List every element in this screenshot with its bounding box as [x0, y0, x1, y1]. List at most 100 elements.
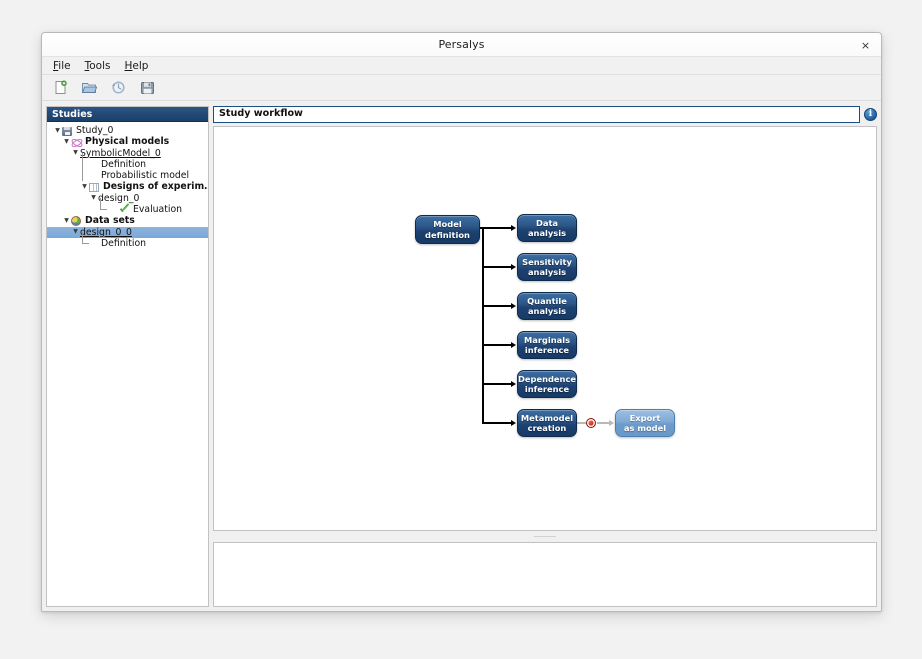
workflow-edge	[482, 422, 512, 424]
menu-file[interactable]: File	[53, 59, 71, 72]
menu-tools[interactable]: Tools	[84, 59, 111, 72]
check-icon	[119, 205, 130, 215]
globe-icon	[71, 216, 82, 227]
workflow-node-label-line1: Export	[629, 412, 661, 423]
table-icon	[89, 182, 100, 193]
tree-connector	[80, 153, 92, 171]
workflow-node-label-line1: Quantile	[527, 295, 567, 306]
workflow-arrowhead	[511, 302, 516, 309]
atom-icon	[71, 137, 82, 147]
workflow-node-label-line1: Sensitivity	[522, 256, 572, 267]
studies-panel-header: Studies	[47, 107, 208, 122]
chevron-down-icon[interactable]: ▼	[73, 149, 78, 157]
tree-item[interactable]: Evaluation	[47, 198, 208, 216]
tree-item[interactable]: Definition	[47, 153, 208, 171]
studies-tree[interactable]: ▼Study_0▼Physical models▼SymbolicModel_0…	[47, 122, 208, 606]
check-icon-glyph	[119, 205, 130, 215]
tree-item-label: SymbolicModel_0	[80, 147, 161, 159]
workflow-node-label-line1: Marginals	[523, 334, 571, 345]
tree-item-label: Evaluation	[133, 204, 183, 216]
tree-item-label: Definition	[101, 158, 147, 170]
tree-item[interactable]: ▼Physical models	[47, 136, 208, 147]
tree-item[interactable]: ▼ Study_0	[47, 125, 208, 136]
workflow-node-label-line1: Model	[433, 219, 462, 229]
application-window: Persalys × File Tools Help	[41, 32, 882, 612]
tree-item[interactable]: ▼SymbolicModel_0	[47, 148, 208, 159]
toolbar	[42, 75, 881, 101]
menu-bar: File Tools Help	[42, 57, 881, 75]
workflow-node-label-line2: creation	[527, 423, 567, 433]
workflow-arrowhead	[511, 341, 516, 348]
workflow-arrowhead	[511, 224, 516, 231]
workflow-trunk	[482, 228, 484, 423]
workflow-edge	[482, 344, 512, 346]
open-study-icon[interactable]	[79, 78, 99, 98]
workflow-node-label-line2: definition	[425, 229, 470, 240]
save-icon[interactable]	[137, 78, 157, 98]
info-icon[interactable]: i	[864, 108, 877, 121]
blocked-icon	[586, 418, 596, 428]
tree-item-selected[interactable]: ▼design_0_0	[47, 226, 208, 238]
workflow-node-label-line2: analysis	[527, 228, 567, 238]
chevron-down-icon[interactable]: ▼	[64, 217, 69, 225]
floppy-icon-glyph	[62, 126, 72, 136]
chevron-down-icon[interactable]: ▼	[64, 137, 69, 145]
chevron-down-icon[interactable]: ▼	[91, 194, 96, 202]
workflow-node-label-line1: Data	[535, 217, 559, 228]
tree-item-label: Probabilistic model	[101, 170, 190, 182]
new-study-icon[interactable]	[50, 78, 70, 98]
workflow-arrowhead	[511, 419, 516, 426]
panel-splitter-handle[interactable]	[213, 534, 877, 539]
workflow-edge	[482, 227, 512, 229]
tree-item-label: design_0	[98, 192, 140, 204]
window-title: Persalys	[438, 38, 485, 51]
workflow-node-label-line2: as model	[623, 423, 667, 433]
tree-item-label: Data sets	[85, 215, 135, 227]
workflow-edge	[482, 305, 512, 307]
close-icon[interactable]: ×	[860, 39, 871, 52]
chevron-down-icon[interactable]: ▼	[82, 183, 87, 191]
workflow-node-label-line2: analysis	[527, 267, 567, 277]
workflow-node-label-line2: analysis	[527, 306, 567, 316]
reload-icon[interactable]	[108, 78, 128, 98]
workflow-arrowhead	[511, 263, 516, 270]
tree-item-label: design_0_0	[80, 226, 132, 238]
tree-item[interactable]: Probabilistic model	[47, 164, 208, 182]
menu-help[interactable]: Help	[124, 59, 149, 72]
tree-connector	[80, 164, 92, 182]
chevron-down-icon[interactable]: ▼	[55, 126, 60, 134]
tree-item[interactable]: ▼Designs of experim…	[47, 181, 208, 193]
floppy-icon	[62, 126, 73, 136]
workflow-node-label-line1: Dependence	[518, 373, 577, 384]
chevron-down-icon[interactable]: ▼	[73, 228, 78, 236]
globe-icon-glyph	[71, 216, 81, 227]
tree-item-label: Study_0	[76, 125, 114, 136]
workflow-edge	[482, 383, 512, 385]
workflow-arrowhead	[511, 380, 516, 387]
workflow-edge	[479, 227, 483, 229]
tree-item[interactable]: Definition	[47, 232, 208, 249]
workflow-edge-disabled	[577, 422, 586, 424]
output-panel	[213, 542, 877, 607]
tree-item[interactable]: ▼ Data sets	[47, 215, 208, 227]
tree-item[interactable]: ▼design_0	[47, 193, 208, 204]
table-icon-glyph	[89, 183, 99, 193]
workflow-title: Study workflow	[213, 106, 860, 123]
workflow-titlebar: Study workflow i	[213, 106, 877, 123]
